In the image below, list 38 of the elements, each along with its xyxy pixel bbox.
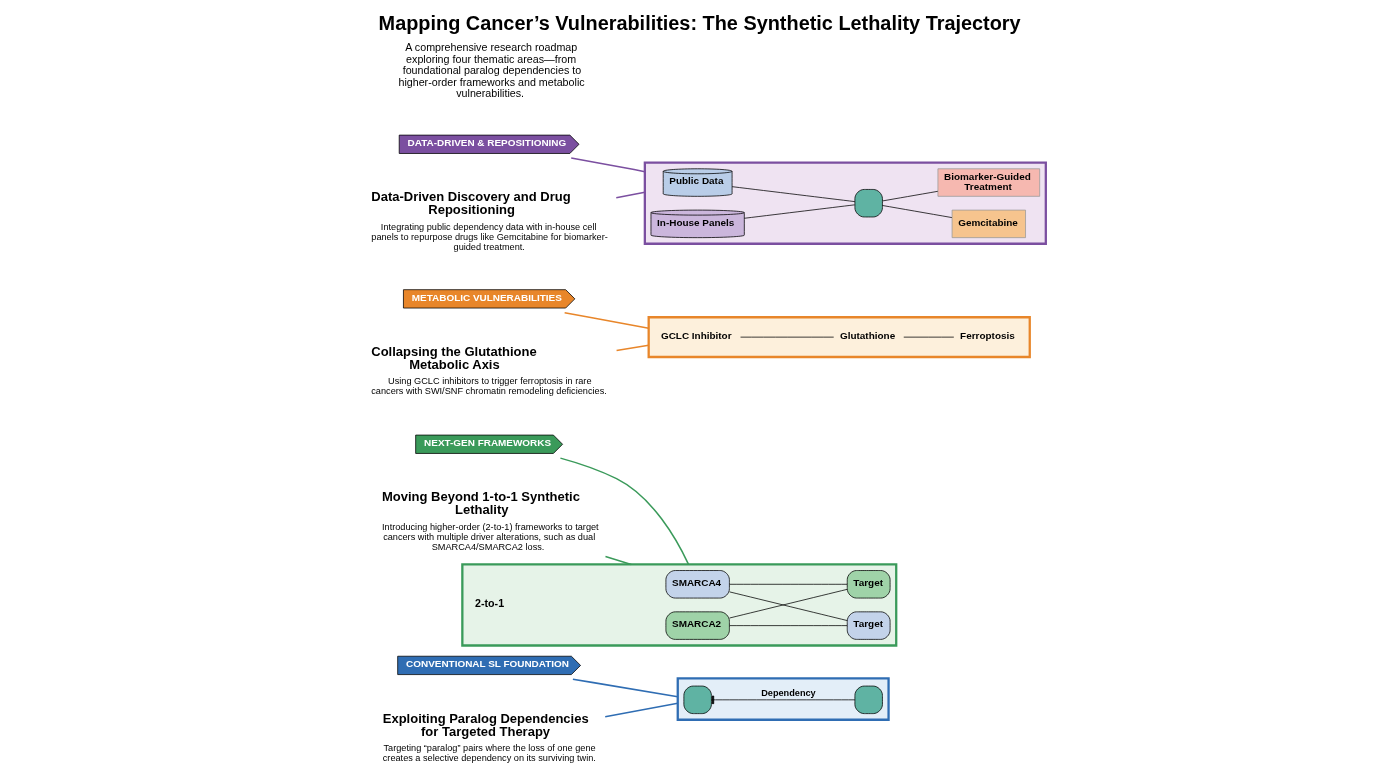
node-box: Biomarker-Guided Treatment — [937, 168, 1041, 197]
connector — [563, 311, 650, 329]
cluster — [647, 316, 1031, 359]
diagram-title: Mapping Cancer’s Vulnerabilities: The Synthetic Lethality Trajectory — [378, 11, 1021, 34]
node-text: Glutathione — [839, 329, 896, 341]
connector — [729, 583, 848, 585]
connector — [570, 157, 646, 173]
node-box: Target — [846, 570, 891, 599]
node-box: Gemcitabine — [951, 209, 1026, 239]
connector — [882, 205, 953, 218]
node-text: Exploiting Paralog Dependencies for Targeted Therapy Targeting “paralog” pairs where the loss of one gene creates a selective dependency on its surviving twin. — [382, 710, 596, 763]
connector — [882, 190, 939, 202]
node-box: SMARCA2 — [665, 611, 730, 640]
node-text: Collapsing the Glutathione Metabolic Axis Using GCLC inhibitors to trigger ferroptosis in rare cancers with SWI/SNF chromatin remodeling deficiencies. — [371, 343, 607, 397]
node-box: Target — [846, 611, 891, 640]
label: 2-to-1 — [474, 597, 505, 610]
node-text: Ferroptosis — [960, 329, 1015, 341]
cluster — [643, 161, 1047, 245]
connector — [729, 625, 848, 626]
connector — [744, 204, 855, 219]
cluster — [676, 677, 890, 721]
connector — [615, 344, 650, 352]
connector — [604, 702, 679, 718]
cluster — [461, 563, 898, 647]
connector — [572, 678, 679, 698]
connector — [604, 555, 633, 566]
node-text: GCLC Inhibitor — [660, 329, 732, 341]
connector — [559, 457, 690, 566]
node-box — [854, 189, 883, 218]
edge-label: Dependency — [761, 688, 816, 699]
node-text: Data-Driven Discovery and Drug Repositioning Integrating public dependency data with in-house cell panels to repurpose drugs like Gemcitabine for biomarker-guided treatment. — [371, 189, 608, 252]
connector — [731, 186, 856, 202]
label: A comprehensive research roadmap exploring four thematic areas—from foundational paralog dependencies to higher-order frameworks and metabolic vulnerabilities. — [398, 41, 585, 100]
node-box: SMARCA4 — [665, 570, 730, 599]
node-text: Moving Beyond 1-to-1 Synthetic Lethality Introducing higher-order (2-to-1) frameworks to target cancers with multiple driver alterations, such as dual SMARCA4/SMARCA2 loss. — [382, 489, 599, 552]
node-box — [683, 685, 712, 714]
connector — [615, 191, 646, 199]
node-box — [854, 685, 883, 714]
